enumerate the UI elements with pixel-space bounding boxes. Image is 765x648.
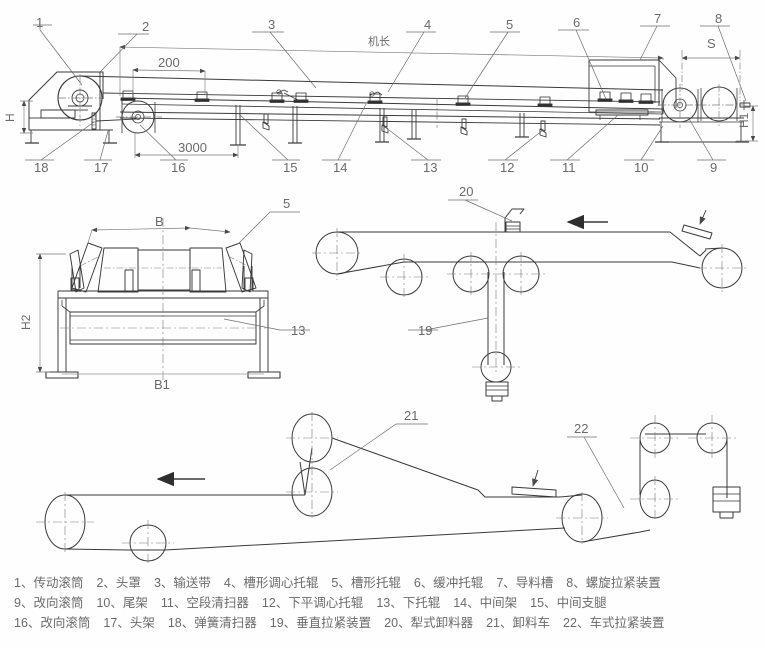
conveyor-belt-runs <box>79 75 664 126</box>
self-aligning-idler-4 <box>276 89 383 101</box>
view-tripper-carriage <box>44 413 741 562</box>
view-main-dimensions <box>20 44 758 158</box>
legend-row-2: 9、改向滚筒 10、尾架 11、空段清扫器 12、下平调心托辊 13、下托辊 1… <box>14 592 751 612</box>
legend-item: 4、槽形调心托辊 <box>223 576 319 590</box>
view-idler-labels: 5 13 B H2 B1 <box>19 196 305 392</box>
legend-item: 9、改向滚筒 <box>14 596 84 610</box>
view-main-leaders <box>25 24 747 161</box>
view-tripper-labels: 21 22 <box>404 408 588 436</box>
callout-17: 17 <box>94 160 108 175</box>
legend-item: 13、下托辊 <box>376 596 441 610</box>
callout-21: 21 <box>404 408 418 423</box>
callout-13-section: 13 <box>291 323 305 338</box>
view-main-dimension-labels: 200 3000 机长 H S H1 <box>3 34 751 155</box>
dim-pitch-200: 200 <box>158 55 180 70</box>
callout-10: 10 <box>634 160 648 175</box>
callout-3: 3 <box>268 17 275 32</box>
legend-item: 8、螺旋拉紧装置 <box>566 576 661 590</box>
view-idler-leaders <box>223 211 310 331</box>
dim-width-B1: B1 <box>154 377 170 392</box>
dim-stroke-S: S <box>707 36 716 51</box>
legend-item: 11、空段清扫器 <box>160 596 249 610</box>
callout-4: 4 <box>424 17 431 32</box>
dim-height-H: H <box>3 113 17 122</box>
intermediate-frame-rails <box>121 97 664 115</box>
parts-legend: 1、传动滚筒 2、头罩 3、输送带 4、槽形调心托辊 5、槽形托辊 6、缓冲托辊… <box>0 570 765 632</box>
callout-11: 11 <box>562 160 576 175</box>
callout-13: 13 <box>423 160 437 175</box>
legend-item: 14、中间架 <box>453 596 518 610</box>
legend-item: 1、传动滚筒 <box>14 576 84 590</box>
callout-9: 9 <box>710 160 717 175</box>
view-tripper-centerlines <box>36 412 736 566</box>
view-main-elevation <box>25 59 751 146</box>
dim-width-B: B <box>155 214 164 229</box>
legend-item: 17、头架 <box>103 616 155 630</box>
view-main-callout-labels: 1 2 3 4 5 6 7 8 9 10 11 12 13 14 15 16 1… <box>34 11 722 175</box>
callout-22: 22 <box>574 421 588 436</box>
legend-item: 3、输送带 <box>153 576 211 590</box>
legend-item: 22、车式拉紧装置 <box>563 616 665 630</box>
legend-item: 7、导料槽 <box>496 576 554 590</box>
callout-1: 1 <box>36 15 43 30</box>
callout-14: 14 <box>333 160 347 175</box>
return-idler-row <box>262 113 547 138</box>
legend-item: 16、改向滚筒 <box>14 616 91 630</box>
tail-drum-assembly <box>655 86 751 143</box>
legend-item: 15、中间支腿 <box>530 596 607 610</box>
legend-row-1: 1、传动滚筒 2、头罩 3、输送带 4、槽形调心托辊 5、槽形托辊 6、缓冲托辊… <box>14 572 751 592</box>
head-frame-assembly <box>25 71 117 144</box>
dim-height-H2: H2 <box>19 314 33 330</box>
dim-machine-length: 机长 <box>368 34 390 48</box>
legend-item: 10、尾架 <box>96 596 148 610</box>
callout-20: 20 <box>459 184 473 199</box>
legend-item: 18、弹簧清扫器 <box>167 616 257 630</box>
intermediate-support-legs <box>230 105 529 146</box>
legend-item: 19、垂直拉紧装置 <box>269 616 372 630</box>
callout-12: 12 <box>500 160 514 175</box>
legend-row-3: 16、改向滚筒 17、头架 18、弹簧清扫器 19、垂直拉紧装置 20、犁式卸料… <box>14 612 751 632</box>
view-plough-takeup <box>315 208 743 402</box>
view-plough-labels: 20 19 <box>418 184 473 338</box>
callout-7: 7 <box>654 11 661 26</box>
legend-item: 6、缓冲托辊 <box>413 576 484 590</box>
legend-item: 2、头罩 <box>96 576 141 590</box>
dim-height-H1: H1 <box>737 112 751 128</box>
callout-5: 5 <box>506 17 513 32</box>
callout-16: 16 <box>171 160 185 175</box>
callout-2: 2 <box>142 19 149 34</box>
legend-item: 5、槽形托辊 <box>331 576 401 590</box>
view-idler-dimensions <box>36 225 264 375</box>
legend-item: 21、卸料车 <box>486 616 551 630</box>
trough-idler-row <box>120 90 553 107</box>
view-idler-cross-section <box>45 218 281 380</box>
callout-18: 18 <box>34 160 48 175</box>
legend-item: 20、犁式卸料器 <box>384 616 474 630</box>
legend-item: 12、下平调心托辊 <box>261 596 364 610</box>
callout-15: 15 <box>283 160 297 175</box>
view-plough-leaders <box>408 199 513 331</box>
callout-8: 8 <box>715 11 722 26</box>
callout-19: 19 <box>418 323 432 338</box>
callout-6: 6 <box>573 15 580 30</box>
dim-spacing-3000: 3000 <box>178 140 207 155</box>
view-tripper-leaders <box>329 423 625 509</box>
callout-5-section: 5 <box>283 196 290 211</box>
view-plough-centerlines <box>312 222 748 372</box>
